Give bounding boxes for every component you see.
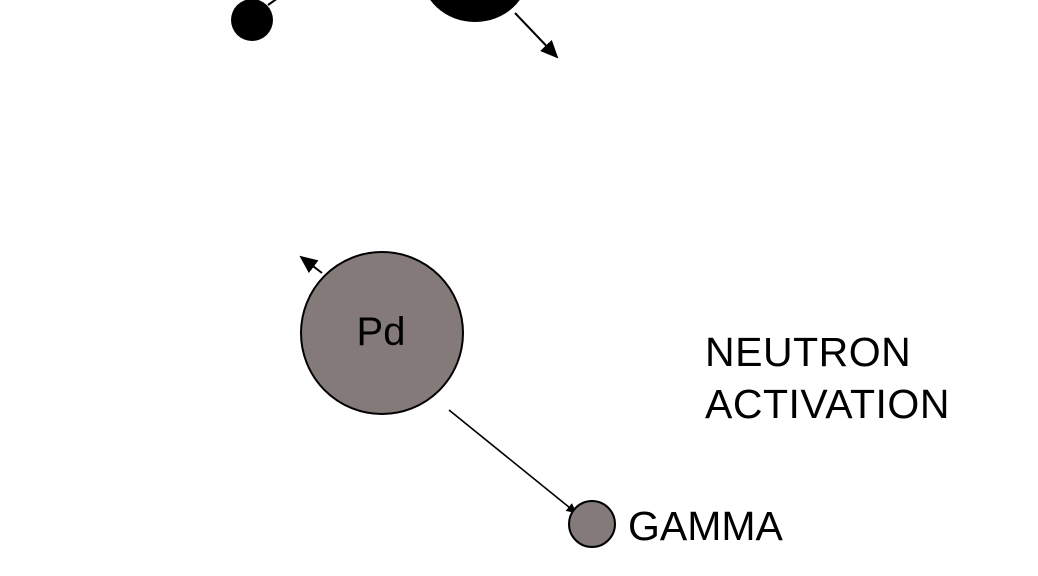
pd-nucleus <box>300 251 464 415</box>
gamma-emission-arrow <box>448 409 577 514</box>
small-black-particle <box>231 0 273 41</box>
gamma-particle <box>568 500 616 548</box>
gamma-label: GAMMA <box>628 503 783 549</box>
title-line-1: NEUTRON <box>705 329 912 375</box>
nucleus-label: Pd <box>356 310 406 354</box>
diagram-title: NEUTRON ACTIVATION <box>705 326 950 430</box>
large-particle-arrow <box>514 12 559 59</box>
small-particle-arrow-fragment <box>267 0 277 6</box>
title-line-2: ACTIVATION <box>705 381 950 427</box>
large-black-particle <box>430 0 520 22</box>
pd-recoil-arrow <box>299 255 323 274</box>
